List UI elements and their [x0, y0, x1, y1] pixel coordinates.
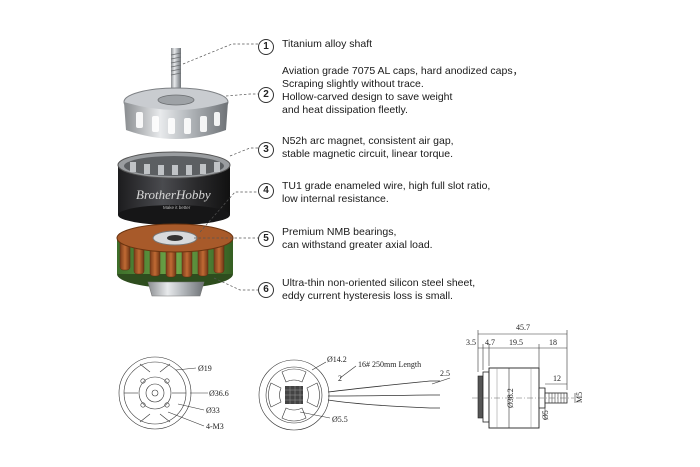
callout-6: 6 Ultra-thin non-oriented silicon steel … [258, 277, 475, 303]
callout-2: 2 Aviation grade 7075 AL caps, hard anod… [258, 65, 523, 117]
callout-line: TU1 grade enameled wire, high full slot … [282, 180, 491, 192]
callout-number: 5 [258, 231, 274, 247]
dim-rear-3: 2 [338, 374, 342, 383]
callout-line: and heat dissipation fleetly. [282, 104, 408, 116]
bell-subtext: Make it better [163, 205, 191, 210]
front-view-drawing [118, 356, 208, 430]
callout-1: 1 Titanium alloy shaft [258, 38, 372, 55]
dimension-labels: Ø19 Ø36.6 Ø33 4-M3 Ø14.2 16# 250mm Lengt… [198, 323, 584, 431]
callout-line: N52h arc magnet, consistent air gap, [282, 135, 454, 147]
callout-line: stable magnetic circuit, linear torque. [282, 148, 453, 160]
callout-line: Scraping slightly without trace. [282, 78, 424, 90]
callout-line: can withstand greater axial load. [282, 239, 433, 251]
dim-rear-1: Ø14.2 [327, 355, 347, 364]
dim-rear-2: 16# 250mm Length [358, 360, 421, 369]
dim-side-w4: 18 [549, 338, 557, 347]
dim-front-3: Ø33 [206, 406, 220, 415]
bell-logo-text: BrotherHobby [136, 187, 211, 202]
dim-side-w1: 3.5 [466, 338, 476, 347]
callout-line: Ultra-thin non-oriented silicon steel sh… [282, 277, 476, 289]
dim-rear-4: 2.5 [440, 369, 450, 378]
rear-view-drawing [258, 359, 451, 431]
dim-side-dia-shaft: Ø5 [541, 410, 550, 420]
callout-5: 5 Premium NMB bearings, can withstand gr… [258, 226, 433, 252]
callout-line: Aviation grade 7075 AL caps, hard anodiz… [282, 65, 524, 77]
dim-side-total: 45.7 [516, 323, 530, 332]
callout-number: 6 [258, 282, 274, 298]
callout-line: Titanium alloy shaft [282, 38, 373, 50]
callout-4: 4 TU1 grade enameled wire, high full slo… [258, 180, 490, 206]
callout-number: 4 [258, 183, 274, 199]
side-view-drawing [472, 330, 576, 429]
callout-number: 2 [258, 87, 274, 103]
callout-leaders [182, 43, 258, 291]
callout-line: eddy current hysteresis loss is small. [282, 290, 453, 302]
dim-front-4: 4-M3 [206, 422, 224, 431]
dim-side-thread: M5 [575, 392, 584, 403]
callout-line: low internal resistance. [282, 193, 389, 205]
stator-windings [116, 223, 234, 297]
magnet-bell [117, 151, 231, 225]
callout-3: 3 N52h arc magnet, consistent air gap, s… [258, 135, 454, 161]
dim-side-shaft: 12 [553, 374, 561, 383]
callout-line: Hollow-carved design to save weight [282, 91, 453, 103]
callout-line: Premium NMB bearings, [282, 226, 397, 238]
callout-number: 3 [258, 142, 274, 158]
dim-rear-5: Ø5.5 [332, 415, 348, 424]
callout-number: 1 [258, 39, 274, 55]
dim-side-dia: Ø38.2 [506, 388, 515, 408]
aluminum-cap [123, 87, 229, 139]
dim-front-2: Ø36.6 [209, 389, 229, 398]
dim-side-w2: 4.7 [485, 338, 495, 347]
dim-front-1: Ø19 [198, 364, 212, 373]
dim-side-w3: 19.5 [509, 338, 523, 347]
